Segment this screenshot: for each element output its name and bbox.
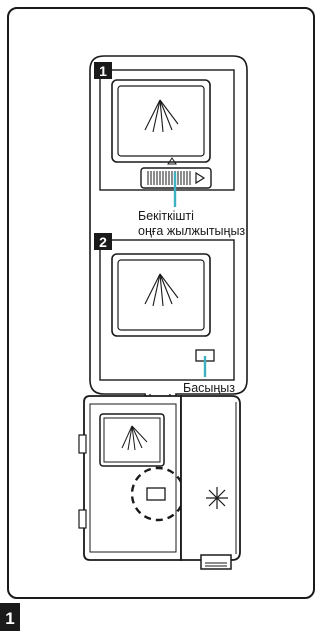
sparkle-icon xyxy=(206,487,228,509)
press-label: Басыңыз xyxy=(183,381,235,395)
step-1-badge: 1 xyxy=(94,62,112,79)
step-1-number: 1 xyxy=(99,63,107,79)
spray-icon-2 xyxy=(144,273,179,307)
step-2-badge: 2 xyxy=(94,233,112,250)
figure-number: 1 xyxy=(5,609,15,628)
spray-icon-1 xyxy=(144,99,179,133)
spray-icon-small xyxy=(121,425,148,451)
detergent-lid-2 xyxy=(111,253,211,337)
step-2-number: 2 xyxy=(99,234,107,250)
figure-number-badge: 1 xyxy=(0,603,20,631)
dishwasher-dispenser xyxy=(78,395,241,570)
detergent-lid-1 xyxy=(111,79,211,163)
slide-lock-label-line1: Бекіткішті xyxy=(138,209,194,223)
slide-lock-label-line2: оңға жылжытыңыз xyxy=(138,224,245,238)
